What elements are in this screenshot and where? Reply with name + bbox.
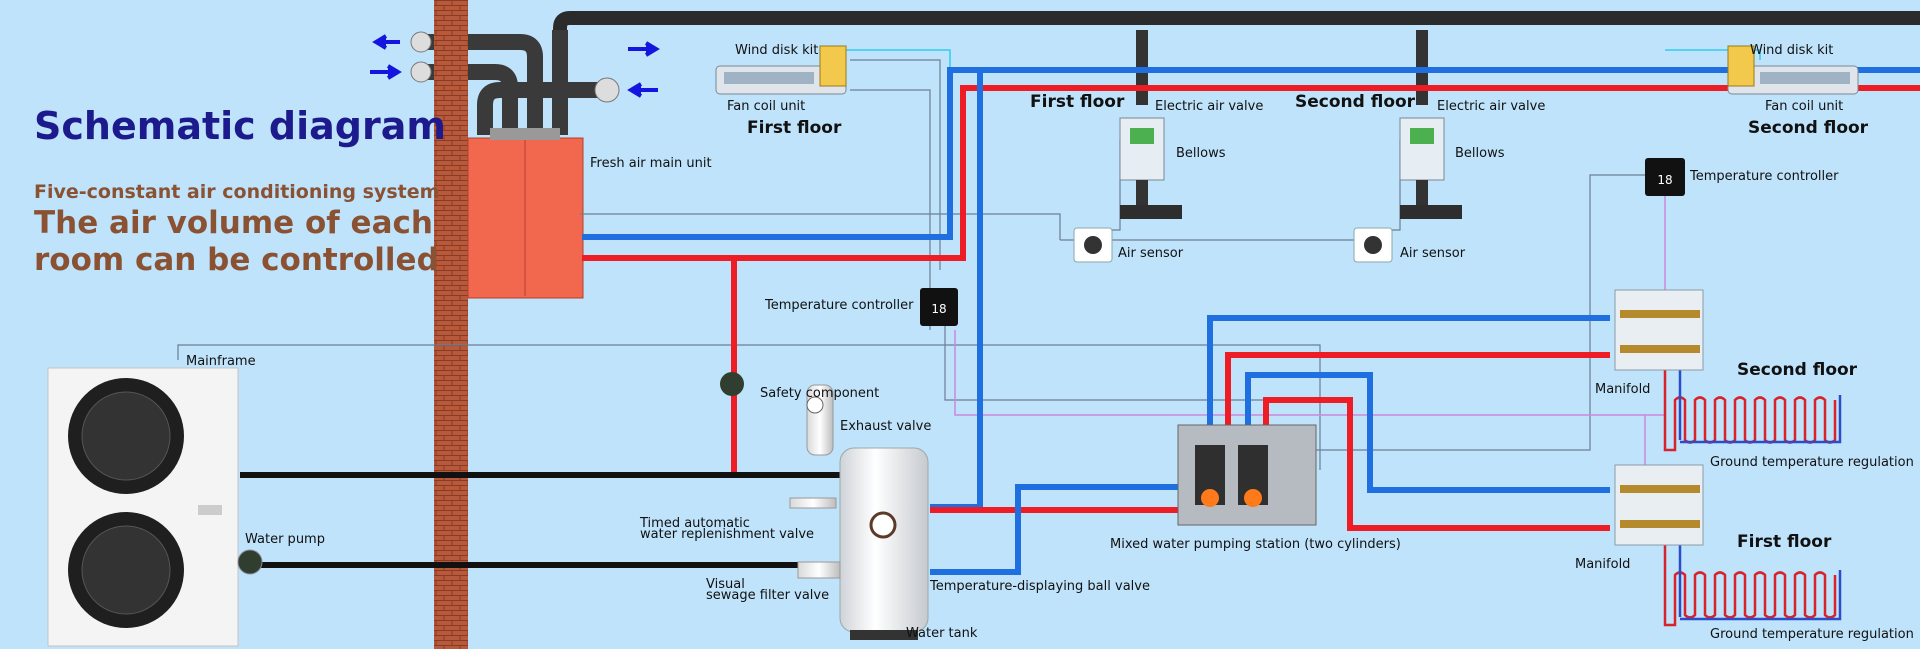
label-wind-disk-kit-right: Wind disk kit xyxy=(1750,43,1833,58)
label-exhaust-valve: Exhaust valve xyxy=(840,419,931,434)
floor-heating-loop-lower xyxy=(1663,535,1842,627)
label-ground-reg-upper: Ground temperature regulation xyxy=(1710,455,1914,470)
fresh-air-ducts xyxy=(410,30,620,135)
label-timed-refill-2: water replenishment valve xyxy=(640,527,814,542)
air-sensor-1 xyxy=(1073,227,1113,263)
label-second-floor-floorheat: Second floor xyxy=(1737,360,1858,380)
label-first-floor-left: First floor xyxy=(747,118,842,138)
label-bellows-2: Bellows xyxy=(1455,146,1505,161)
diagram-title: Schematic diagram xyxy=(34,104,446,148)
brick-wall xyxy=(434,0,468,649)
label-water-pump: Water pump xyxy=(245,532,325,547)
label-visual-filter-1: Visual xyxy=(706,577,745,592)
air-sensor-icon xyxy=(1364,236,1382,254)
fresh-air-main-unit xyxy=(467,128,584,299)
floor-heating-loop-upper xyxy=(1663,360,1842,452)
signal-wires xyxy=(177,59,1650,470)
thermostat-mid: 18 xyxy=(920,288,958,326)
label-temperature-controller-top: Temperature controller xyxy=(1689,169,1839,184)
safety-component xyxy=(720,372,744,396)
label-visual-filter-2: sewage filter valve xyxy=(706,588,829,603)
pump-icon xyxy=(237,549,263,575)
manifold-upper xyxy=(1614,289,1704,371)
label-electric-air-valve-2: Electric air valve xyxy=(1437,99,1545,114)
label-air-sensor-2: Air sensor xyxy=(1400,246,1466,261)
air-sensor-2 xyxy=(1353,227,1393,263)
airflow-arrows xyxy=(370,34,660,98)
label-temperature-controller-mid: Temperature controller xyxy=(764,298,914,313)
thermostat-mid-display: 18 xyxy=(931,302,946,316)
label-bellows-1: Bellows xyxy=(1176,146,1226,161)
bellows-2 xyxy=(1399,117,1462,219)
arrow-right-icon xyxy=(370,64,402,80)
water-tank xyxy=(789,384,929,640)
thermostat-top-display: 18 xyxy=(1657,173,1672,187)
label-fan-coil-left: Fan coil unit xyxy=(727,99,805,114)
control-wire-violet xyxy=(954,190,1666,416)
label-electric-air-valve-1: Electric air valve xyxy=(1155,99,1263,114)
label-timed-refill-1: Timed automatic xyxy=(639,516,750,531)
mainframe-unit xyxy=(47,367,239,647)
label-manifold-upper: Manifold xyxy=(1595,382,1650,397)
arrow-left-icon xyxy=(627,82,658,98)
label-temperature-ball-valve: Temperature-displaying ball valve xyxy=(929,579,1150,594)
label-second-floor-mid: Second floor xyxy=(1295,92,1416,112)
fan-coil-unit-left xyxy=(715,45,847,95)
bellows-1 xyxy=(1119,117,1182,219)
label-mixed-station: Mixed water pumping station (two cylinde… xyxy=(1110,537,1401,552)
arrow-left-icon xyxy=(372,34,400,50)
water-pipes xyxy=(240,67,1920,575)
label-fan-coil-right: Fan coil unit xyxy=(1765,99,1843,114)
label-second-floor-right: Second floor xyxy=(1748,118,1869,138)
label-water-tank: Water tank xyxy=(906,626,978,641)
label-safety-component: Safety component xyxy=(760,386,879,401)
headline-line-1: The air volume of each xyxy=(34,205,433,241)
subtitle: Five-constant air conditioning system xyxy=(34,181,439,203)
label-wind-disk-kit-left: Wind disk kit xyxy=(735,43,818,58)
label-fresh-air-main-unit: Fresh air main unit xyxy=(590,156,712,171)
label-first-floor-mid: First floor xyxy=(1030,92,1125,112)
air-sensor-icon xyxy=(1084,236,1102,254)
label-manifold-lower: Manifold xyxy=(1575,557,1630,572)
label-air-sensor-1: Air sensor xyxy=(1118,246,1184,261)
fan-coil-unit-right xyxy=(1727,45,1859,95)
label-mainframe: Mainframe xyxy=(186,354,256,369)
label-first-floor-floorheat: First floor xyxy=(1737,532,1832,552)
arrow-right-icon xyxy=(628,41,660,57)
label-ground-reg-lower: Ground temperature regulation xyxy=(1710,627,1914,642)
headline-line-2: room can be controlled xyxy=(34,242,439,278)
thermostat-top: 18 xyxy=(1645,158,1685,196)
mixed-water-pumping-station xyxy=(1177,424,1317,526)
manifold-lower xyxy=(1614,464,1704,546)
